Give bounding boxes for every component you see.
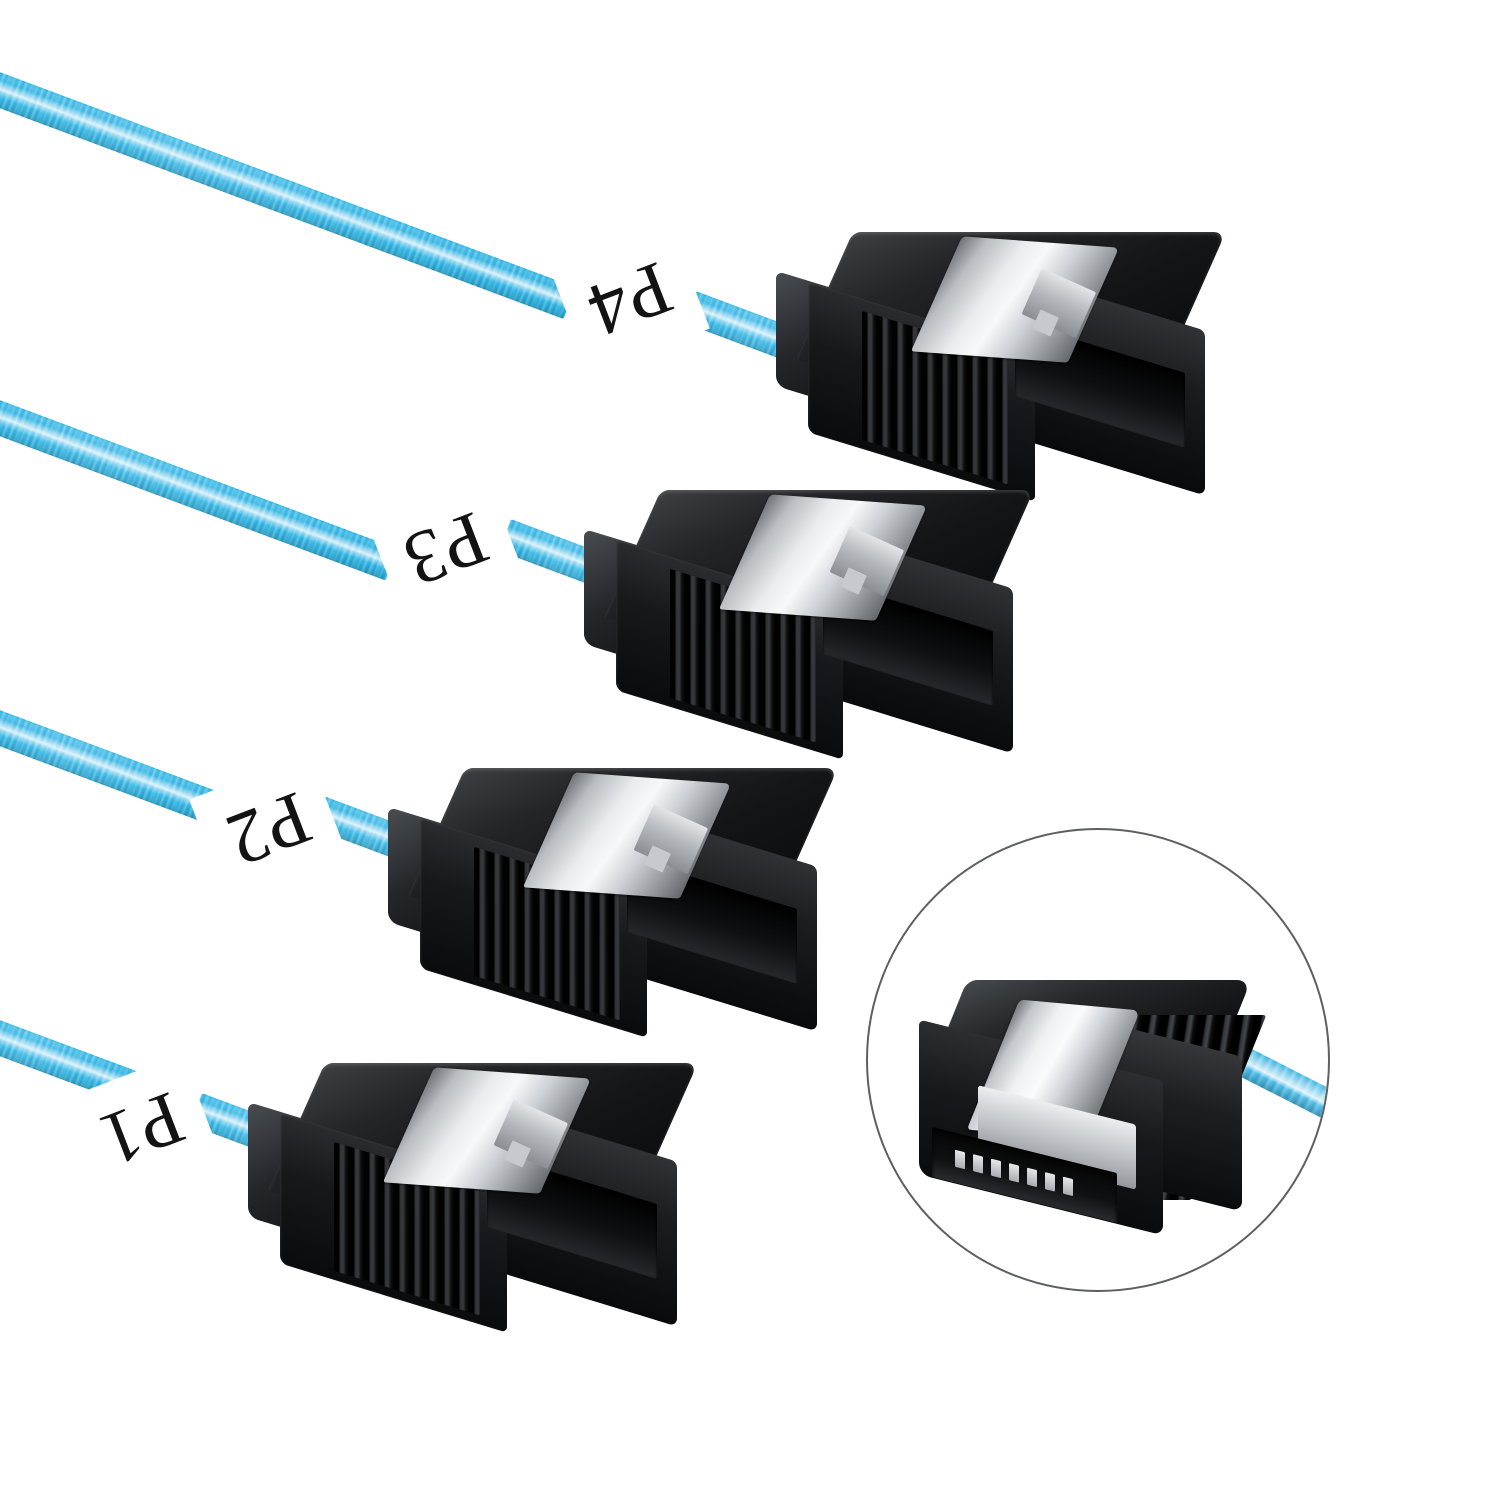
cable-label-p4: P4 [550,223,710,375]
inset-sata-pin [972,1153,983,1174]
inset-sata-pin [990,1158,1001,1178]
inset-sata-pin [954,1149,965,1169]
cable-label-p2: P2 [189,753,349,905]
inset-sata-pin [1062,1176,1073,1196]
cable-label-p1-text: P1 [89,1075,195,1183]
connector-closeup-inset [866,828,1330,1292]
inset-sata-pin [1026,1167,1037,1187]
cable-label-p4-text: P4 [577,245,683,353]
sata-connector-p4 [775,232,1226,502]
cable-segment-p4-a [0,63,576,320]
sata-connector-p2 [387,768,838,1038]
cable-label-p3-text: P3 [393,495,499,603]
cable-label-p3: P3 [366,473,526,625]
cable-segment-p3-a [0,391,398,581]
inset-sata-pin [1044,1171,1055,1192]
sata-connector-p3 [583,490,1034,760]
inset-sata-connector [912,980,1267,1236]
cable-label-p2-text: P2 [216,775,322,883]
inset-sata-pin [1008,1162,1019,1183]
sata-connector-p1 [247,1063,698,1333]
